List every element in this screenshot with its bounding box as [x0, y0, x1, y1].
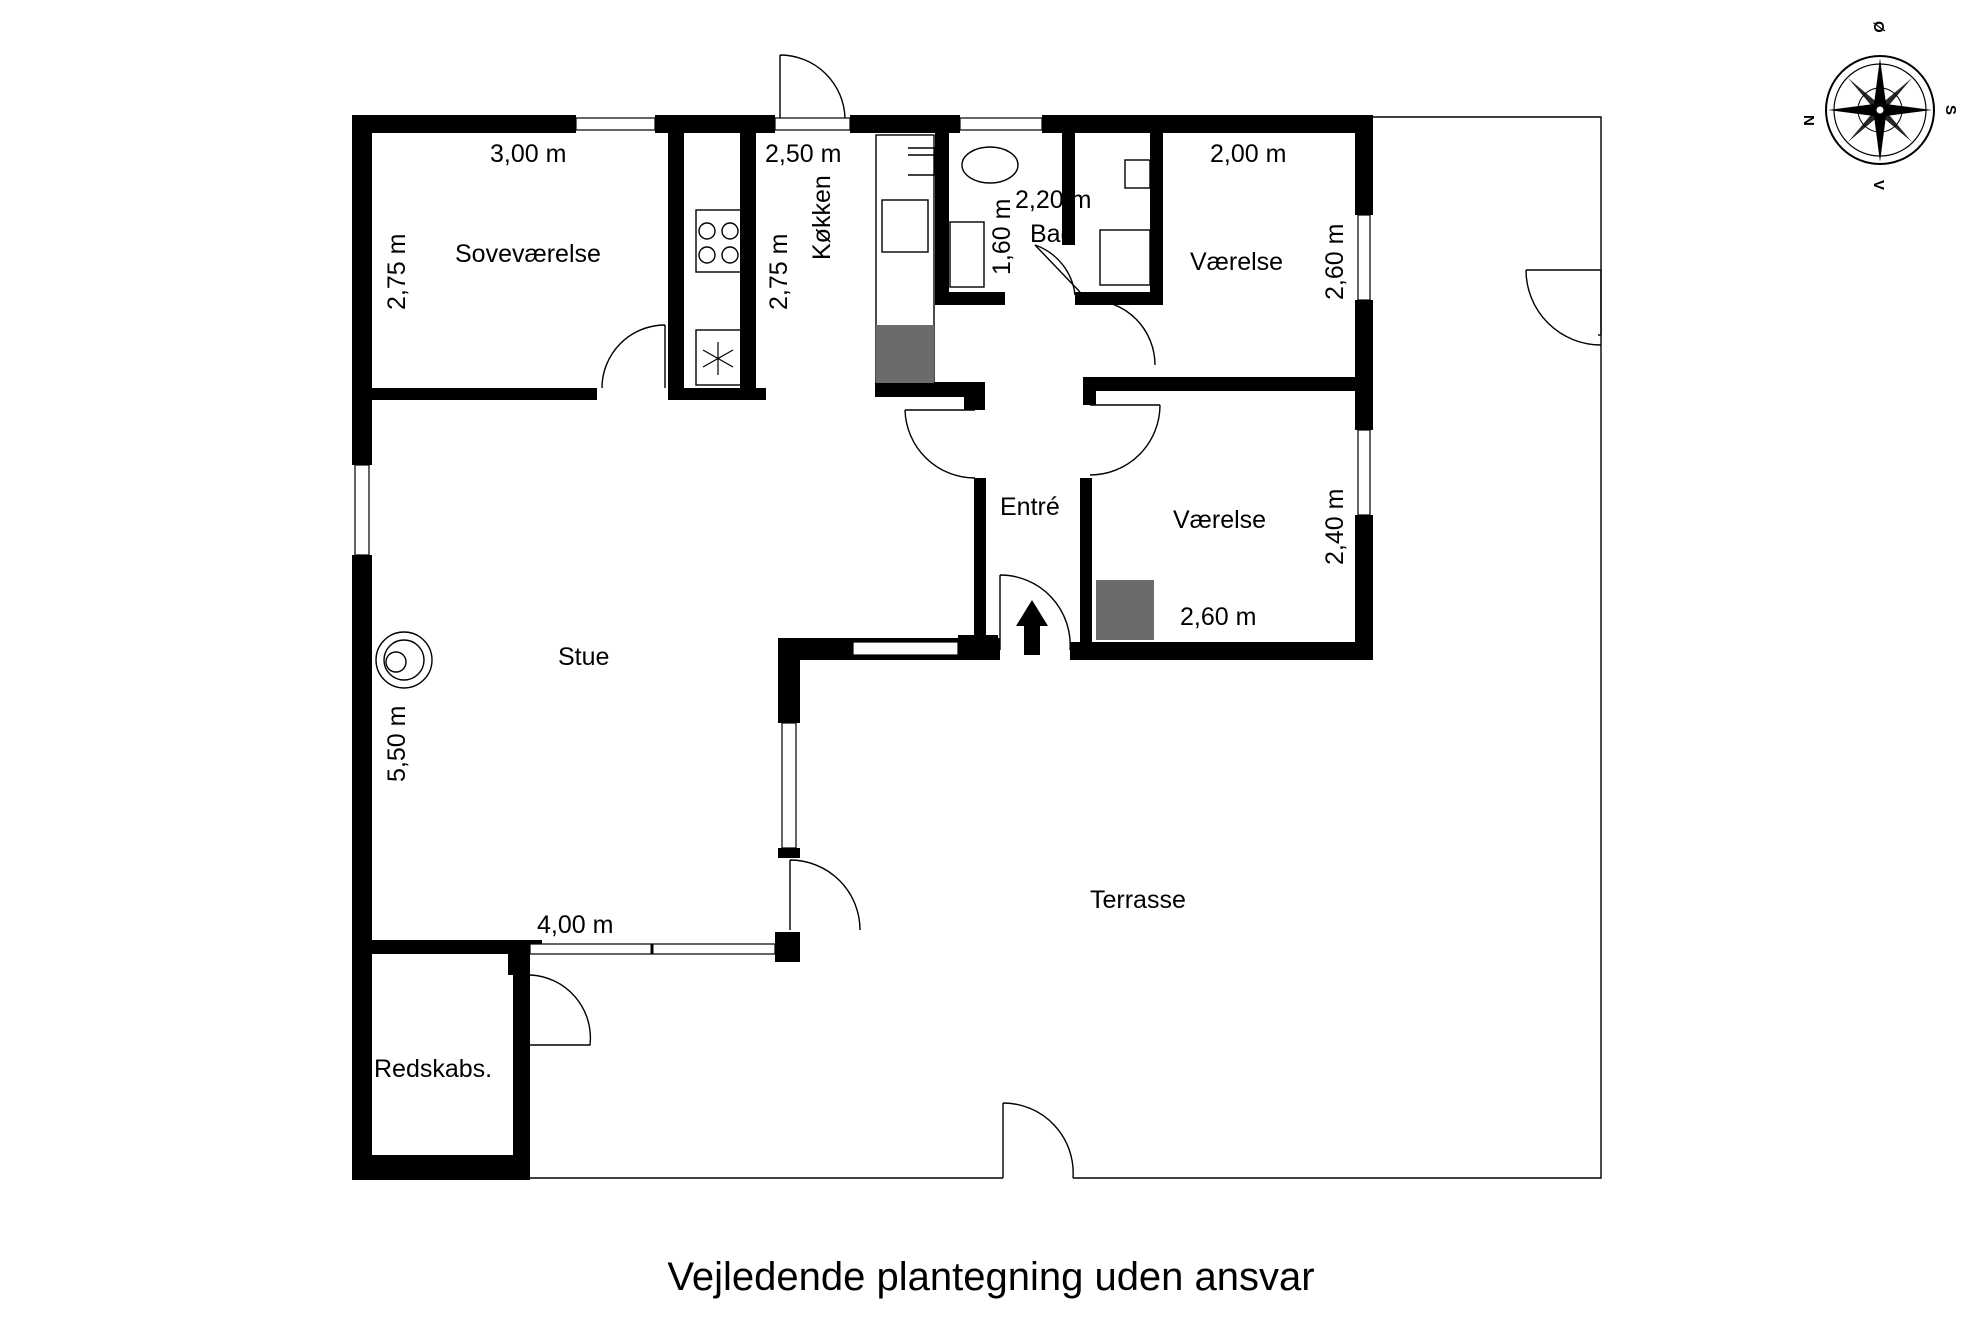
caption: Vejledende plantegning uden ansvar [667, 1255, 1314, 1299]
dim-koekken-height: 2,75 m [765, 234, 793, 310]
kitchen-fixtures [695, 134, 935, 386]
terrace-outline [526, 116, 1602, 1179]
dim-stue-height: 5,50 m [383, 706, 411, 782]
room-label-bad: Bad [1030, 220, 1074, 248]
dim-bad-height: 1,60 m [988, 199, 1016, 275]
compass-west: V [1870, 180, 1887, 190]
dim-sove-width: 3,00 m [490, 140, 566, 168]
dim-vaerelse-top-width: 2,00 m [1210, 140, 1286, 168]
compass-north: N [1800, 115, 1817, 126]
room-label-sovevaerelse: Soveværelse [455, 240, 601, 268]
walls [352, 115, 1373, 1180]
room-label-terrasse: Terrasse [1090, 886, 1186, 914]
dim-bad-width: 2,20 m [1015, 186, 1091, 214]
stove-icon [375, 631, 433, 689]
compass-east: Ø [1870, 21, 1887, 33]
room-label-vaerelse-top: Værelse [1190, 248, 1283, 276]
entrance-arrow-icon [1016, 600, 1048, 655]
dim-sove-height: 2,75 m [383, 234, 411, 310]
compass-rose-icon: Ø N S V [1800, 21, 1959, 190]
compass-south: S [1942, 105, 1959, 115]
room-label-stue: Stue [558, 643, 609, 671]
wardrobe [1096, 580, 1154, 640]
room-label-entre: Entré [1000, 493, 1060, 521]
snowflake-icon [702, 342, 734, 375]
bath-fixtures [908, 146, 1151, 288]
dim-vaerelse-mid-width: 2,60 m [1180, 603, 1256, 631]
dim-koekken-width: 2,50 m [765, 140, 841, 168]
dim-vaerelse-mid-height: 2,40 m [1321, 489, 1349, 565]
doors [529, 54, 1161, 1046]
room-label-koekken: Køkken [808, 175, 836, 260]
room-label-redskabs: Redskabs. [374, 1055, 492, 1083]
dim-vaerelse-top-height: 2,60 m [1321, 224, 1349, 300]
room-label-vaerelse-mid: Værelse [1173, 506, 1266, 534]
dim-stue-width: 4,00 m [537, 911, 613, 939]
